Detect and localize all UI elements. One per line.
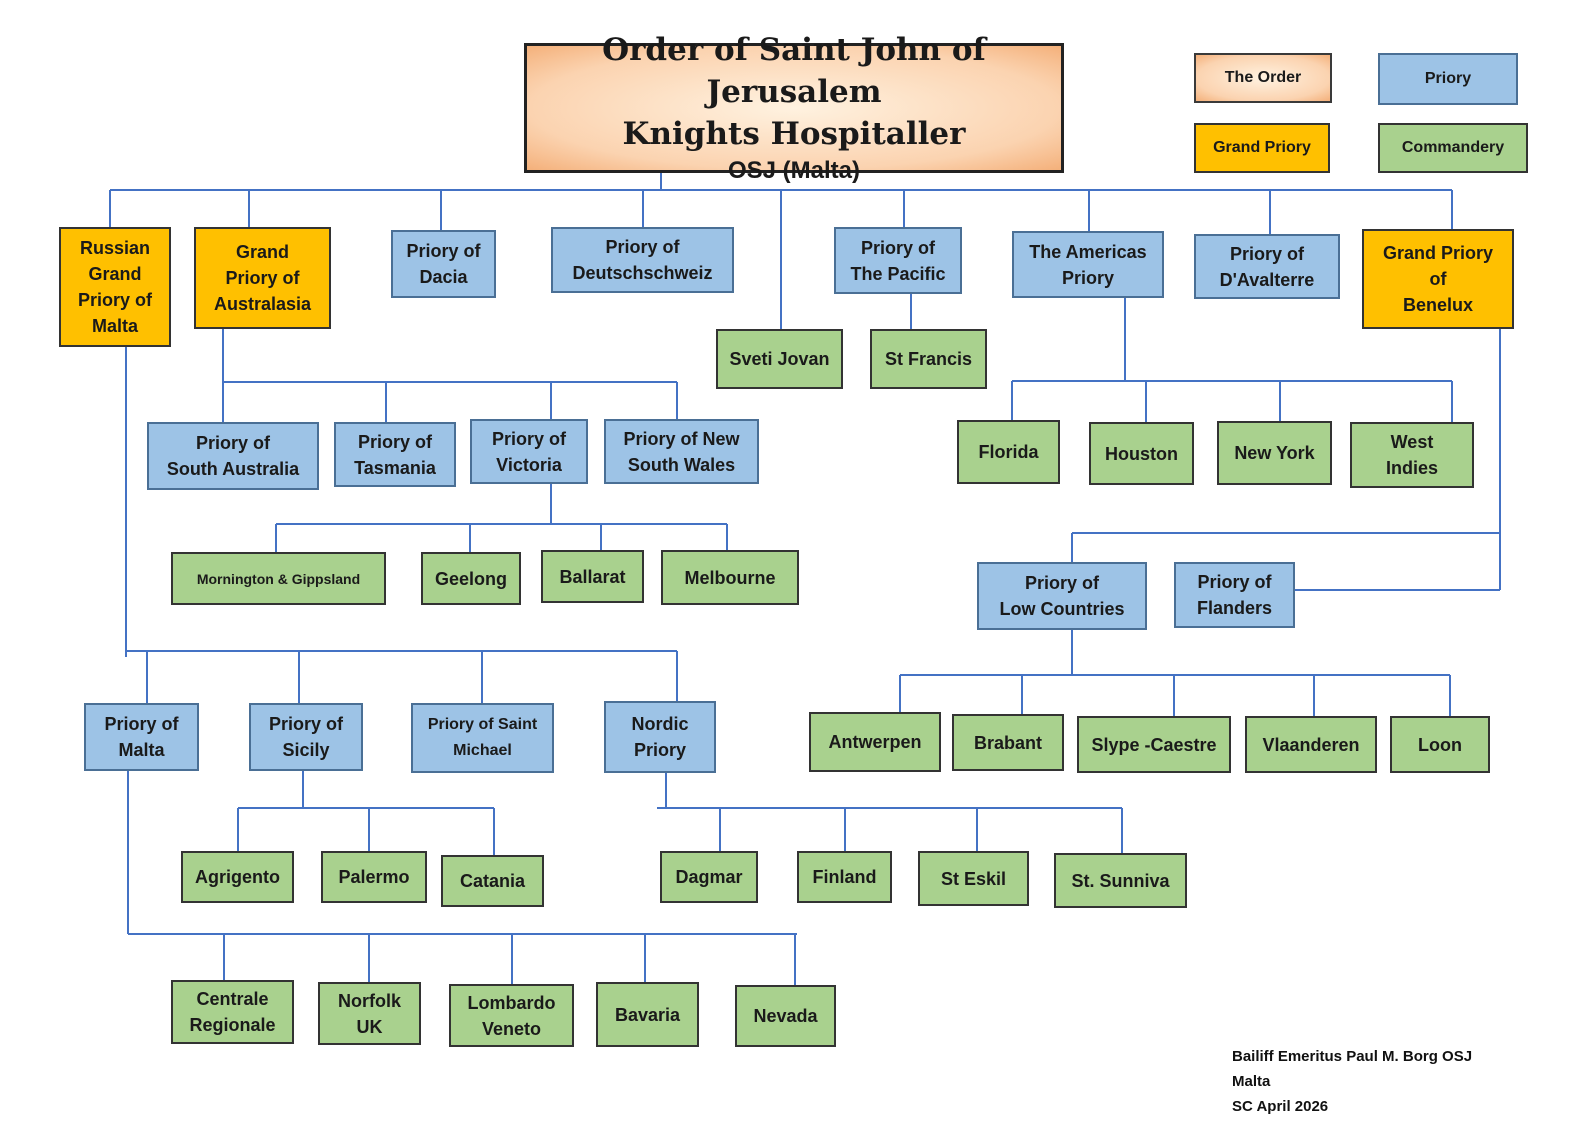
node-priory-tasmania: Priory of Tasmania <box>334 422 456 487</box>
node-geelong: Geelong <box>421 552 521 605</box>
node-st-francis: St Francis <box>870 329 987 389</box>
node-centrale-regionale: Centrale Regionale <box>171 980 294 1044</box>
node-priory-saint-michael: Priory of Saint Michael <box>411 703 554 773</box>
node-grand-priory-australasia: Grand Priory of Australasia <box>194 227 331 329</box>
node-priory-south-australia: Priory of South Australia <box>147 422 319 490</box>
node-priory-flanders: Priory of Flanders <box>1174 562 1295 628</box>
node-loon: Loon <box>1390 716 1490 773</box>
node-brabant: Brabant <box>952 714 1064 771</box>
legend-priory: Priory <box>1378 53 1518 105</box>
node-priory-nsw: Priory of New South Wales <box>604 419 759 484</box>
credit-line-3: SC April 2026 <box>1232 1098 1329 1115</box>
node-vlaanderen: Vlaanderen <box>1245 716 1377 773</box>
credit-line-1: Bailiff Emeritus Paul M. Borg OSJ <box>1232 1048 1473 1065</box>
title-line-3: OSJ (Malta) <box>727 157 861 184</box>
node-ballarat: Ballarat <box>541 550 644 603</box>
node-bavaria: Bavaria <box>596 982 699 1047</box>
node-lombardo-veneto: Lombardo Veneto <box>449 984 574 1047</box>
node-catania: Catania <box>441 855 544 907</box>
node-mornington-gippsland: Mornington & Gippsland <box>171 552 386 605</box>
node-st-eskil: St Eskil <box>918 851 1029 906</box>
node-agrigento: Agrigento <box>181 851 294 903</box>
node-nevada: Nevada <box>735 985 836 1047</box>
legend-order: The Order <box>1194 53 1332 103</box>
node-finland: Finland <box>797 851 892 903</box>
node-nordic-priory: Nordic Priory <box>604 701 716 773</box>
node-palermo: Palermo <box>321 851 427 903</box>
node-st-sunniva: St. Sunniva <box>1054 853 1187 908</box>
title-line-2: Knights Hospitaller <box>622 116 966 152</box>
title-line-1: Order of Saint John of Jerusalem <box>602 32 986 110</box>
node-norfolk-uk: Norfolk UK <box>318 982 421 1045</box>
node-priory-sicily: Priory of Sicily <box>249 703 363 771</box>
node-americas-priory: The Americas Priory <box>1012 231 1164 298</box>
node-melbourne: Melbourne <box>661 550 799 605</box>
node-grand-priory-benelux: Grand Priory of Benelux <box>1362 229 1514 329</box>
node-priory-malta: Priory of Malta <box>84 703 199 771</box>
node-houston: Houston <box>1089 422 1194 485</box>
author-credit: Bailiff Emeritus Paul M. Borg OSJ Malta … <box>1232 1044 1472 1119</box>
node-priory-dacia: Priory of Dacia <box>391 230 496 298</box>
node-florida: Florida <box>957 420 1060 484</box>
order-title-box: Order of Saint John of Jerusalem Knights… <box>524 32 1064 184</box>
credit-line-2: Malta <box>1232 1073 1271 1090</box>
node-russian-grand-priory: Russian Grand Priory of Malta <box>59 227 171 347</box>
node-priory-pacific: Priory of The Pacific <box>834 227 962 294</box>
node-sveti-jovan: Sveti Jovan <box>716 329 843 389</box>
node-antwerpen: Antwerpen <box>809 712 941 772</box>
node-dagmar: Dagmar <box>660 851 758 903</box>
node-priory-low-countries: Priory of Low Countries <box>977 562 1147 630</box>
node-new-york: New York <box>1217 421 1332 485</box>
legend-commandery: Commandery <box>1378 123 1528 173</box>
node-slype-caestre: Slype -Caestre <box>1077 716 1231 773</box>
node-priory-victoria: Priory of Victoria <box>470 419 588 484</box>
node-priory-deutschschweiz: Priory of Deutschschweiz <box>551 227 734 293</box>
node-west-indies: West Indies <box>1350 422 1474 488</box>
node-priory-davalterre: Priory of D'Avalterre <box>1194 234 1340 299</box>
legend-grand-priory: Grand Priory <box>1194 123 1330 173</box>
